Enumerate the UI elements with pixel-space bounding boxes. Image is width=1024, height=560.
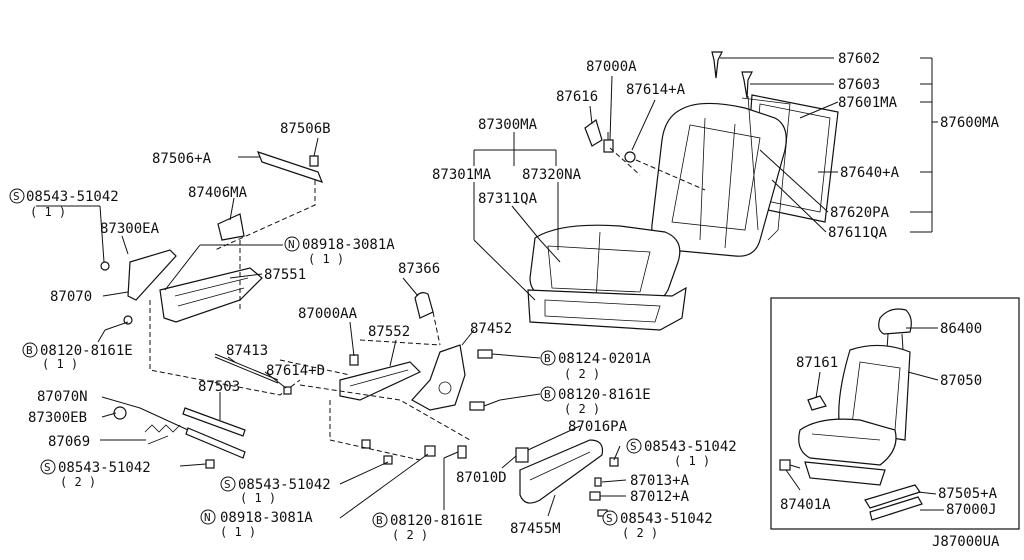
callout-number: 08543-51042: [238, 477, 331, 493]
part-label: 87600MA: [940, 115, 1000, 131]
part-label: 87000J: [946, 502, 997, 518]
seat-adjuster-illustration: [100, 151, 324, 469]
part-label: 87452: [470, 321, 512, 337]
diagram-code: J87000UA: [932, 534, 1000, 550]
part-label: 87413: [226, 343, 268, 359]
callout-qty: ( 1 ): [30, 205, 66, 219]
callout-prefix: N: [204, 511, 211, 524]
fastener-callouts: S 08543-51042 ( 1 ) N 08918-3081A ( 1 ) …: [9, 188, 737, 542]
part-label: 87552: [368, 324, 410, 340]
part-label: 87000A: [586, 59, 637, 75]
callout-c7: S 08543-51042 ( 2 ): [40, 459, 151, 489]
part-label: 87300MA: [478, 117, 538, 133]
callout-number: 08124-0201A: [558, 351, 651, 367]
part-label: 87616: [556, 89, 598, 105]
callout-number: 08120-8161E: [40, 343, 133, 359]
callout-qty: ( 2 ): [60, 475, 96, 489]
callout-qty: ( 2 ): [392, 528, 428, 542]
seat-back-illustration: [584, 51, 839, 257]
callout-c9: N 08918-3081A ( 1 ): [200, 509, 313, 539]
part-label: 87311QA: [478, 191, 538, 207]
leader-lines: [36, 57, 944, 519]
callout-number: 08120-8161E: [390, 513, 483, 529]
seat-cushion-illustration: [414, 224, 687, 346]
part-label: 87069: [48, 434, 90, 450]
callout-number: 08543-51042: [58, 460, 151, 476]
part-label: 87603: [838, 77, 880, 93]
part-label: 87602: [838, 51, 880, 67]
part-label: 87611QA: [828, 225, 888, 241]
callout-number: 08918-3081A: [302, 237, 395, 253]
part-label: 87640+A: [840, 165, 900, 181]
callout-number: 08918-3081A: [220, 510, 313, 526]
callout-c11: S 08543-51042 ( 2 ): [602, 510, 713, 540]
callout-c5: B 08120-8161E ( 2 ): [540, 386, 651, 416]
callout-number: 08543-51042: [620, 511, 713, 527]
callout-c10: B 08120-8161E ( 2 ): [372, 512, 483, 542]
part-label: 87620PA: [830, 205, 890, 221]
callout-qty: ( 2 ): [564, 402, 600, 416]
callout-qty: ( 1 ): [674, 454, 710, 468]
part-label: 87366: [398, 261, 440, 277]
callout-c4: B 08124-0201A ( 2 ): [540, 350, 651, 381]
callout-qty: ( 1 ): [220, 525, 256, 539]
part-label: 87455M: [510, 521, 561, 537]
part-label: 87050: [940, 373, 982, 389]
callout-prefix: S: [13, 190, 20, 203]
callout-qty: ( 1 ): [308, 252, 344, 266]
callout-c8: S 08543-51042 ( 1 ): [220, 476, 331, 505]
part-label: 87010D: [456, 470, 507, 486]
callout-qty: ( 2 ): [564, 367, 600, 381]
part-label: 87300EB: [28, 410, 87, 426]
part-label: 87506+A: [152, 151, 212, 167]
part-label: 87000AA: [298, 306, 358, 322]
callout-c3: B 08120-8161E ( 1 ): [22, 342, 133, 371]
callout-qty: ( 2 ): [622, 526, 658, 540]
part-label: 87300EA: [100, 221, 160, 237]
part-label: 86400: [940, 321, 982, 337]
part-label: 87406MA: [188, 185, 248, 201]
part-label: 87506B: [280, 121, 331, 137]
part-label: 87016PA: [568, 419, 628, 435]
part-label: 87503: [198, 379, 240, 395]
part-label: 87070: [50, 289, 92, 305]
callout-c6: S 08543-51042 ( 1 ): [626, 438, 737, 468]
callout-c1: S 08543-51042 ( 1 ): [9, 188, 119, 219]
callout-number: 08543-51042: [644, 439, 737, 455]
callout-qty: ( 1 ): [42, 357, 78, 371]
callout-prefix: S: [606, 512, 613, 525]
callout-prefix: B: [376, 514, 383, 527]
part-label: 87012+A: [630, 489, 690, 505]
part-label: 87161: [796, 355, 838, 371]
callout-prefix: N: [288, 238, 295, 251]
callout-prefix: S: [44, 461, 51, 474]
callout-qty: ( 1 ): [240, 491, 276, 505]
callout-prefix: B: [544, 388, 551, 401]
callout-c2: N 08918-3081A ( 1 ): [284, 236, 395, 266]
part-label: 87614+A: [626, 82, 686, 98]
part-label: 87614+D: [266, 363, 325, 379]
part-label: 87401A: [780, 497, 831, 513]
part-label: 87551: [264, 267, 306, 283]
seat-slide-illustration: [279, 339, 619, 517]
callout-number: 08543-51042: [26, 189, 119, 205]
callout-prefix: S: [630, 440, 637, 453]
callout-prefix: S: [224, 478, 231, 491]
part-label: 87505+A: [938, 486, 998, 502]
callout-number: 08120-8161E: [558, 387, 651, 403]
part-label: 87601MA: [838, 95, 898, 111]
part-label: 87320NA: [522, 167, 582, 183]
callout-prefix: B: [26, 344, 33, 357]
part-label: 87013+A: [630, 473, 690, 489]
part-label: 87301MA: [432, 167, 492, 183]
callout-prefix: B: [544, 352, 551, 365]
part-labels: 87602 87603 87601MA 87600MA 87640+A 8762…: [28, 51, 1000, 550]
complete-seat-inset: [770, 297, 1020, 530]
part-label: 87070N: [37, 389, 88, 405]
